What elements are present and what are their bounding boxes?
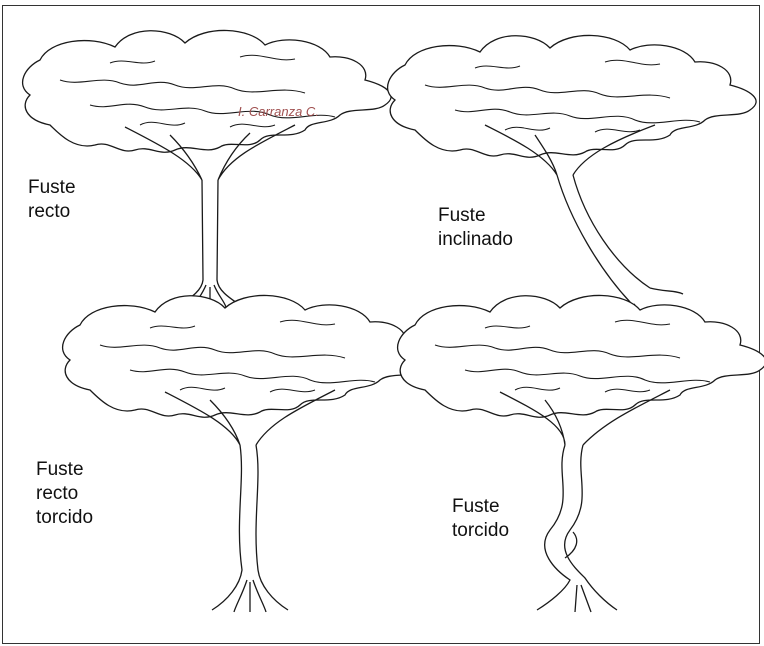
tree-leaning-stem [388, 35, 757, 314]
label-twisted-stem: Fuste torcido [452, 495, 509, 543]
label-line: torcido [36, 506, 93, 530]
tree-straight-stem [23, 30, 392, 307]
label-line: Fuste [28, 176, 76, 200]
label-line: inclinado [438, 228, 513, 252]
label-line: Fuste [438, 204, 513, 228]
tree-straight-twisted-stem [63, 295, 432, 612]
label-straight-stem: Fuste recto [28, 176, 76, 224]
label-line: Fuste [452, 495, 509, 519]
author-watermark: I. Carranza C. [238, 104, 319, 119]
label-leaning-stem: Fuste inclinado [438, 204, 513, 252]
label-line: torcido [452, 519, 509, 543]
label-line: recto [36, 482, 93, 506]
tree-twisted-stem [398, 295, 764, 612]
label-line: recto [28, 200, 76, 224]
label-straight-twisted-stem: Fuste recto torcido [36, 458, 93, 530]
label-line: Fuste [36, 458, 93, 482]
